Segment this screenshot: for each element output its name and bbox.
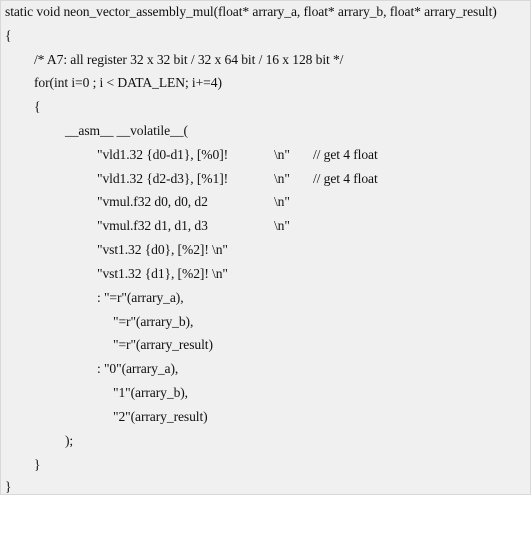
asm-input-operand: "1"(arrary_b), [1, 383, 188, 403]
instruction-comment: // get 4 float [313, 171, 378, 186]
asm-output-operand: "=r"(arrary_result) [1, 335, 213, 355]
asm-volatile: __asm__ __volatile__( [65, 123, 188, 138]
asm-instruction: "vld1.32 {d2-d3}, [%1]! \n" // get 4 flo… [1, 169, 378, 189]
code-line-asm: __asm__ __volatile__( [1, 121, 188, 141]
instruction-text: "vld1.32 {d0-d1}, [%0]! [97, 147, 229, 162]
instruction-comment: // get 4 float [313, 147, 378, 162]
register-comment: /* A7: all register 32 x 32 bit / 32 x 6… [34, 52, 344, 67]
code-line-fn-open: { [1, 26, 14, 46]
instruction-text: "vmul.f32 d1, d1, d3 [97, 218, 208, 233]
code-block: static void neon_vector_assembly_mul(flo… [0, 0, 531, 495]
asm-instruction: "vst1.32 {d0}, [%2]! \n" [1, 240, 228, 260]
code-line-for-close: } [1, 455, 41, 475]
code-line-comment: /* A7: all register 32 x 32 bit / 32 x 6… [1, 50, 343, 70]
operand-text: "=r"(arrary_result) [113, 337, 213, 352]
for-close-brace: } [34, 457, 41, 472]
operand-text: "=r"(arrary_b), [113, 314, 194, 329]
asm-close: ); [65, 433, 74, 448]
instruction-text: "vld1.32 {d2-d3}, [%1]! [97, 171, 229, 186]
asm-output-operand: "=r"(arrary_b), [1, 312, 193, 332]
code-line-for-open: { [1, 97, 41, 117]
operand-text: "1"(arrary_b), [113, 385, 188, 400]
instruction-newline: \n" [274, 171, 290, 186]
function-close-brace: } [5, 479, 12, 494]
operand-text: "2"(arrary_result) [113, 409, 208, 424]
asm-instruction: "vmul.f32 d1, d1, d3 \n" [1, 216, 290, 236]
instruction-newline: \n" [274, 194, 290, 209]
instruction-text: "vst1.32 {d1}, [%2]! \n" [97, 266, 228, 281]
asm-output-operand: : "=r"(arrary_a), [1, 288, 184, 308]
asm-instruction: "vst1.32 {d1}, [%2]! \n" [1, 264, 228, 284]
for-open-brace: { [34, 99, 41, 114]
operand-text: : "=r"(arrary_a), [97, 290, 184, 305]
function-open-brace: { [5, 28, 12, 43]
instruction-newline: \n" [274, 218, 290, 233]
asm-instruction: "vld1.32 {d0-d1}, [%0]! \n" // get 4 flo… [1, 145, 378, 165]
instruction-text: "vst1.32 {d0}, [%2]! \n" [97, 242, 228, 257]
operand-text: : "0"(arrary_a), [97, 361, 179, 376]
instruction-text: "vmul.f32 d0, d0, d2 [97, 194, 208, 209]
asm-input-operand: "2"(arrary_result) [1, 407, 208, 427]
function-signature: static void neon_vector_assembly_mul(flo… [5, 4, 497, 19]
asm-instruction: "vmul.f32 d0, d0, d2 \n" [1, 192, 290, 212]
code-line-signature: static void neon_vector_assembly_mul(flo… [1, 2, 497, 22]
for-loop-header: for(int i=0 ; i < DATA_LEN; i+=4) [34, 75, 222, 90]
instruction-newline: \n" [274, 147, 290, 162]
code-line-asm-close: ); [1, 431, 73, 451]
code-line-for: for(int i=0 ; i < DATA_LEN; i+=4) [1, 73, 222, 93]
asm-input-operand: : "0"(arrary_a), [1, 359, 178, 379]
code-line-fn-close: } [1, 477, 14, 497]
